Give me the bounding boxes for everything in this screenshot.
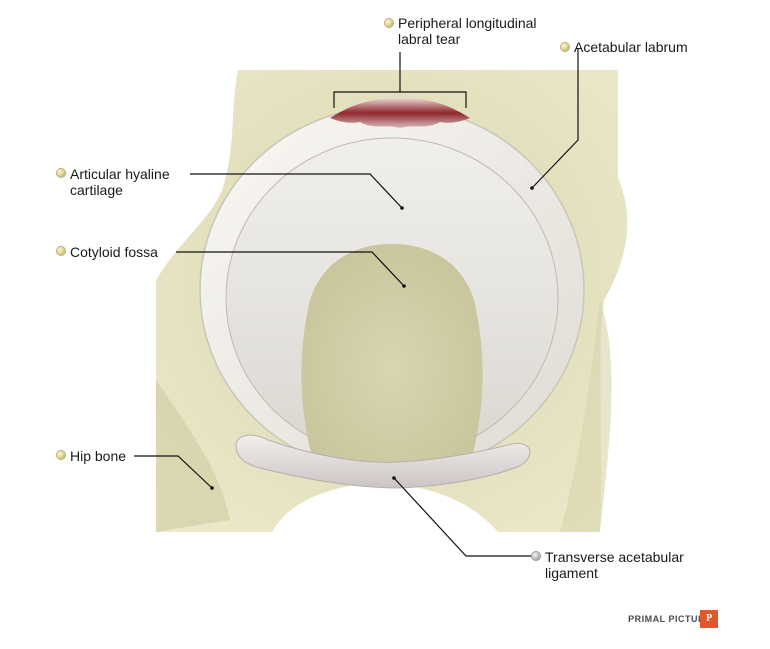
labral-tear-shape [330, 98, 470, 128]
cotyloid-fossa-shape [301, 244, 483, 470]
label-bullet [561, 43, 569, 51]
leader-lines [134, 48, 579, 557]
label-text: cartilage [70, 182, 123, 198]
label-acetabular-labrum: Acetabular labrum [574, 39, 688, 55]
label-bullet [57, 169, 65, 177]
label-text: Articular hyaline [70, 166, 170, 182]
label-text: labral tear [398, 31, 461, 47]
label-articular-cartilage: Articular hyaline cartilage [70, 166, 170, 198]
hip-bone-shadow-right [560, 300, 612, 532]
label-text: Transverse acetabular [545, 549, 684, 565]
transverse-ligament-shape [235, 434, 531, 489]
label-hip-bone: Hip bone [70, 448, 127, 464]
label-bullet [385, 19, 393, 27]
label-bullet [57, 247, 65, 255]
label-text: ligament [545, 565, 598, 581]
label-bullet [57, 451, 65, 459]
hip-bone-shadow [156, 380, 230, 532]
label-text: Peripheral longitudinal [398, 15, 537, 31]
brand-name: PRIMAL PICTURES [628, 614, 718, 624]
primal-pictures-logo: P [700, 610, 718, 628]
leader-dots [210, 186, 534, 490]
label-cotyloid-fossa: Cotyloid fossa [70, 244, 158, 260]
label-bullet [532, 552, 540, 560]
label-transverse-ligament: Transverse acetabular ligament [545, 549, 684, 581]
label-peripheral-tear: Peripheral longitudinal labral tear [398, 15, 537, 47]
